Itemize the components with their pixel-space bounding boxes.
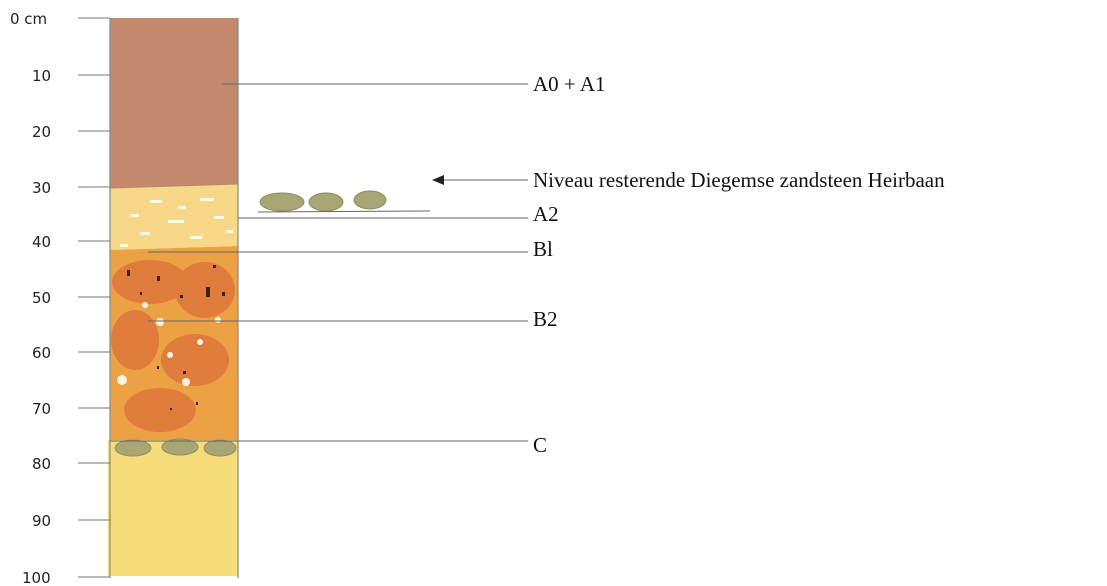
- arrow-left-icon: [432, 175, 444, 185]
- c-horizon-stones: [114, 438, 237, 457]
- horizon-c-layer: [108, 440, 238, 576]
- depth-label-70: 70: [32, 400, 51, 418]
- b-horizon-mottling: [111, 260, 235, 432]
- depth-label-0: 0 cm: [10, 10, 47, 28]
- depth-labels: 0 cm 10 20 30 40 50 60 70 80 90 100: [10, 10, 51, 586]
- a2-speckles: [120, 198, 233, 247]
- depth-label-100: 100: [22, 569, 51, 586]
- horizon-label-a0a1: A0 + A1: [533, 72, 606, 96]
- horizon-a0a1-layer: [110, 18, 238, 188]
- column-outline: [109, 18, 239, 578]
- depth-label-60: 60: [32, 344, 51, 362]
- heirbaan-level-annotation: Niveau resterende Diegemse zandsteen Hei…: [533, 168, 945, 192]
- depth-label-20: 20: [32, 123, 51, 141]
- depth-label-80: 80: [32, 455, 51, 473]
- horizon-label-b1: Bl: [533, 237, 553, 261]
- b-horizon-dark-specks: [127, 265, 225, 410]
- horizon-label-b2: B2: [533, 307, 558, 331]
- depth-label-40: 40: [32, 233, 51, 251]
- horizon-label-a2: A2: [533, 202, 559, 226]
- heirbaan-stones: [257, 190, 431, 213]
- horizon-label-c: C: [533, 433, 547, 457]
- horizon-labels: A0 + A1 A2 Bl B2 C: [533, 72, 606, 457]
- depth-label-30: 30: [32, 179, 51, 197]
- depth-label-50: 50: [32, 289, 51, 307]
- leader-lines: [110, 83, 528, 442]
- depth-label-10: 10: [32, 67, 51, 85]
- depth-label-90: 90: [32, 512, 51, 530]
- soil-column: [108, 18, 239, 578]
- depth-axis: [78, 17, 110, 578]
